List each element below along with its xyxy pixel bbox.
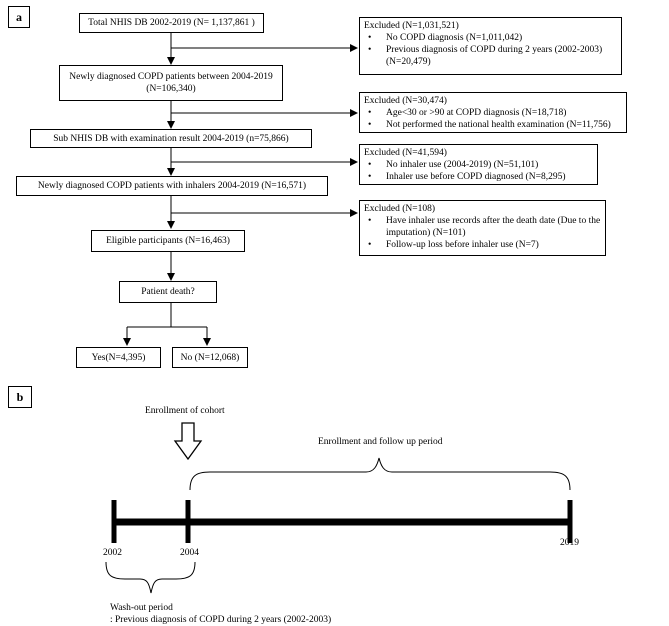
exclusion-box-1: Excluded (N=1,031,521) No COPD diagnosis… (359, 17, 622, 75)
exclusion-item: No inhaler use (2004-2019) (N=51,101) (364, 159, 593, 171)
exclusion-header: Excluded (N=30,474) (364, 96, 447, 106)
death-question-box: Patient death? (119, 281, 217, 303)
exclusion-box-3: Excluded (N=41,594) No inhaler use (2004… (359, 144, 598, 185)
exclusion-header: Excluded (N=41,594) (364, 148, 447, 158)
death-question-text: Patient death? (141, 287, 195, 297)
panel-b-label: b (8, 386, 32, 408)
washout-title: Wash-out period (110, 603, 173, 613)
total-db-box: Total NHIS DB 2002-2019 (N= 1,137,861 ) (79, 13, 264, 33)
timeline-graphic (105, 422, 573, 594)
enrollment-of-cohort-label: Enrollment of cohort (145, 406, 225, 416)
sub-db-box: Sub NHIS DB with examination result 2004… (30, 129, 312, 148)
exclusion-item: Follow-up loss before inhaler use (N=7) (364, 239, 601, 251)
total-db-text: Total NHIS DB 2002-2019 (N= 1,137,861 ) (88, 18, 255, 28)
eligible-box: Eligible participants (N=16,463) (91, 230, 245, 252)
year-2002-label: 2002 (103, 548, 122, 558)
exclusion-box-2: Excluded (N=30,474) Age<30 or >90 at COP… (359, 92, 627, 133)
exclusion-box-4: Excluded (N=108) Have inhaler use record… (359, 200, 606, 256)
year-2004-label: 2004 (180, 548, 199, 558)
newly-diagnosed-text: Newly diagnosed COPD patients between 20… (69, 72, 273, 94)
eligible-text: Eligible participants (N=16,463) (106, 236, 230, 246)
newly-diagnosed-box: Newly diagnosed COPD patients between 20… (59, 65, 283, 101)
exclusion-item: Inhaler use before COPD diagnosed (N=8,2… (364, 171, 593, 183)
exclusion-item: No COPD diagnosis (N=1,011,042) (364, 32, 617, 44)
exclusion-item: Age<30 or >90 at COPD diagnosis (N=18,71… (364, 107, 622, 119)
year-2019-label: 2019 (560, 538, 579, 548)
no-text: No (N=12,068) (180, 352, 240, 363)
yes-box: Yes(N=4,395) (76, 347, 161, 368)
exclusion-item: Have inhaler use records after the death… (364, 215, 601, 239)
no-box: No (N=12,068) (172, 347, 248, 368)
exclusion-item: Previous diagnosis of COPD during 2 year… (364, 44, 617, 68)
sub-db-text: Sub NHIS DB with examination result 2004… (53, 133, 289, 144)
exclusion-item: Not performed the national health examin… (364, 119, 622, 131)
inhalers-box: Newly diagnosed COPD patients with inhal… (16, 176, 328, 196)
exclusion-header: Excluded (N=108) (364, 204, 436, 214)
enrollment-follow-up-label: Enrollment and follow up period (318, 437, 443, 447)
panel-a-label: a (8, 6, 30, 28)
washout-description: : Previous diagnosis of COPD during 2 ye… (110, 615, 332, 625)
yes-text: Yes(N=4,395) (91, 352, 146, 363)
inhalers-text: Newly diagnosed COPD patients with inhal… (37, 181, 307, 191)
exclusion-header: Excluded (N=1,031,521) (364, 21, 459, 31)
